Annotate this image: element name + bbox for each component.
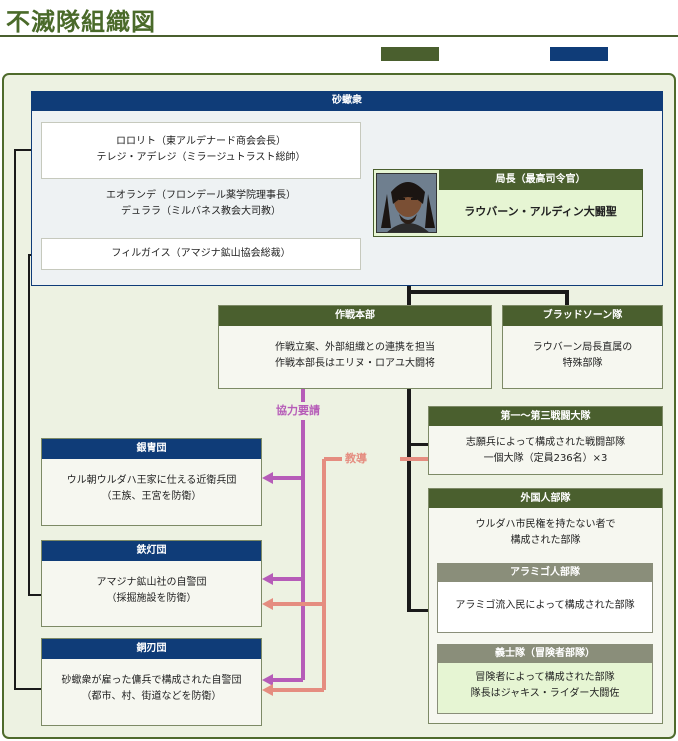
battalions-line: 志願兵によって構成された戦闘部隊: [465, 437, 626, 448]
connector-syndicate-inner: [28, 254, 30, 595]
guard-line: （都市、村、街道などを防衛）: [81, 691, 222, 702]
connector-battalions: [407, 443, 428, 446]
guard-line: ウル朝ウルダハ王家に仕える近衛兵団: [66, 475, 237, 486]
syndicate-header: 砂蠍衆: [32, 92, 662, 111]
battalions-box: 第一～第三戦闘大隊 志願兵によって構成された戦闘部隊 一個大隊（定員236名）×…: [428, 406, 663, 475]
guard-box-iron-lantern: 鉄灯団 アマジナ鉱山社の自警団 （採掘施設を防衛）: [41, 540, 262, 627]
hq-line: 作戦立案、外部組織との連携を担当: [275, 342, 435, 353]
connector-director-bloodsworn-v: [565, 290, 569, 305]
bloodsworn-header: ブラッドソーン隊: [503, 306, 662, 326]
cooperation-arrows: [272, 389, 305, 682]
battalions-line: 一個大隊（定員236名）×3: [483, 453, 608, 464]
adventurer-unit-header: 義士隊（冒険者部隊）: [438, 645, 652, 663]
connector-syndicate-outer-bottom: [14, 688, 42, 690]
guard-header: 鉄灯団: [42, 541, 261, 561]
adventurer-unit-line: 冒険者によって構成された部隊: [475, 672, 615, 683]
instruction-arrowhead-2: [262, 684, 273, 696]
guard-box-brass-blade: 銅刃団 砂蠍衆が雇った傭兵で構成された自警団 （都市、村、街道などを防衛）: [41, 638, 262, 726]
guard-header: 銀冑団: [42, 439, 261, 459]
raubahn-portrait-icon: [376, 173, 437, 233]
director-header: 局長（最高司令官）: [439, 170, 642, 190]
syndicate-box-1: ロロリト（東アルデナード商会会長） テレジ・アデレジ（ミラージュトラスト総帥）: [41, 122, 361, 179]
hq-box: 作戦本部 作戦立案、外部組織との連携を担当 作戦本部長はエリヌ・ロアユ大闘将: [218, 305, 492, 389]
foreign-line: ウルダハ市民権を持たない者で: [475, 519, 616, 530]
bloodsworn-line: 特殊部隊: [562, 358, 603, 369]
page-title: 不滅隊組織図: [6, 7, 156, 36]
foreign-header: 外国人部隊: [429, 489, 662, 508]
cooperation-arrowhead-3: [262, 674, 273, 686]
cooperation-arrowhead-2: [262, 573, 273, 585]
syndicate-member: エオランデ（フロンデール薬学院理事長）: [106, 190, 296, 201]
connector-director-bloodsworn-h: [407, 290, 569, 294]
connector-foreign: [407, 609, 428, 612]
cooperation-arrowhead-1: [262, 472, 273, 484]
guard-line: （採掘施設を防衛）: [106, 593, 197, 604]
guard-line: アマジナ鉱山社の自警団: [96, 577, 207, 588]
connector-syndicate-outer-top: [14, 149, 42, 151]
connector-hq-units: [407, 389, 411, 612]
title-rule: [0, 35, 678, 37]
aramigan-unit-box: アラミゴ人部隊 アラミゴ流入民によって構成された部隊: [437, 563, 653, 633]
guard-box-silver-helm: 銀冑団 ウル朝ウルダハ王家に仕える近衛兵団 （王族、王宮を防衛）: [41, 438, 262, 526]
foreign-line: 構成された部隊: [510, 535, 581, 546]
legend-swatch-green: [381, 47, 439, 61]
aramigan-unit-header: アラミゴ人部隊: [438, 564, 652, 582]
director-name: ラウバーン・アルディン大闘聖: [464, 205, 617, 218]
syndicate-member: フィルガイス（アマジナ鉱山協会総裁）: [111, 248, 291, 259]
syndicate-box-3: フィルガイス（アマジナ鉱山協会総裁）: [41, 238, 361, 270]
portrait-icon: [377, 174, 436, 232]
syndicate-member: デュララ（ミルバネス教会大司教）: [121, 206, 281, 217]
adventurer-unit-box: 義士隊（冒険者部隊） 冒険者によって構成された部隊 隊長はジャキス・ライダー大闘…: [437, 644, 653, 714]
aramigan-unit-line: アラミゴ流入民によって構成された部隊: [455, 600, 635, 611]
hq-line: 作戦本部長はエリヌ・ロアユ大闘将: [275, 358, 435, 369]
guard-line: （王族、王宮を防衛）: [101, 491, 202, 502]
bloodsworn-box: ブラッドソーン隊 ラウバーン局長直属の 特殊部隊: [502, 305, 663, 389]
instruction-arrowhead-1: [262, 598, 273, 610]
guard-header: 銅刃団: [42, 639, 261, 659]
battalions-header: 第一～第三戦闘大隊: [429, 407, 662, 426]
instruction-arrows: [272, 457, 428, 692]
guard-line: 砂蠍衆が雇った傭兵で構成された自警団: [61, 675, 242, 686]
connector-syndicate-inner-bottom: [28, 594, 42, 596]
connector-syndicate-outer: [14, 149, 16, 689]
syndicate-member: テレジ・アデレジ（ミラージュトラスト総帥）: [96, 152, 306, 163]
syndicate-box-2: エオランデ（フロンデール薬学院理事長） デュララ（ミルバネス教会大司教）: [41, 188, 361, 228]
bloodsworn-line: ラウバーン局長直属の: [532, 342, 633, 353]
legend-swatch-blue: [550, 47, 608, 61]
cooperation-label: 協力要請: [276, 404, 320, 417]
adventurer-unit-line: 隊長はジャキス・ライダー大闘佐: [470, 688, 620, 699]
syndicate-member: ロロリト（東アルデナード商会会長）: [116, 136, 286, 147]
instruction-label: 教導: [345, 452, 367, 465]
hq-header: 作戦本部: [219, 306, 491, 326]
